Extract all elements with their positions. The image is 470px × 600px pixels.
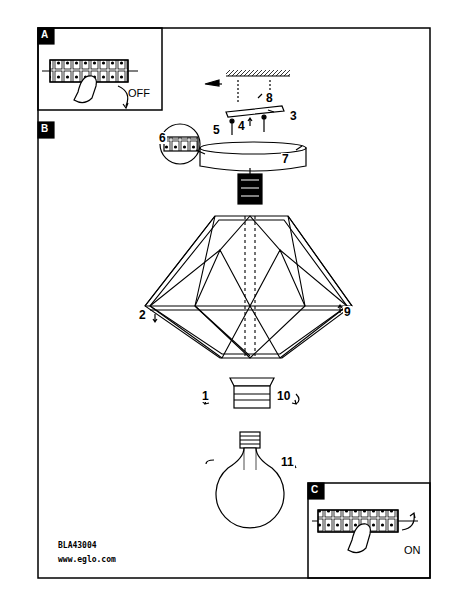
callout-number: 3	[289, 110, 298, 122]
model-number: BLA43004	[58, 542, 97, 550]
switch-state: OFF	[128, 88, 150, 99]
panel-letter: B	[41, 124, 48, 134]
callout-number: 1	[201, 390, 210, 402]
callout-number: 4	[237, 120, 246, 132]
callout-number: 7	[281, 153, 290, 165]
callout-number: 10	[276, 390, 291, 402]
switch-state: ON	[404, 545, 421, 556]
callout-number: 8	[265, 92, 274, 104]
callout-number: 9	[343, 306, 352, 318]
callout-number: 2	[138, 309, 147, 321]
panel-letter: C	[311, 485, 318, 495]
panel-letter: A	[41, 30, 48, 40]
callout-number: 11	[280, 456, 295, 468]
callout-number: 6	[158, 132, 167, 144]
website: www.eglo.com	[58, 556, 116, 564]
callout-number: 5	[212, 124, 221, 136]
